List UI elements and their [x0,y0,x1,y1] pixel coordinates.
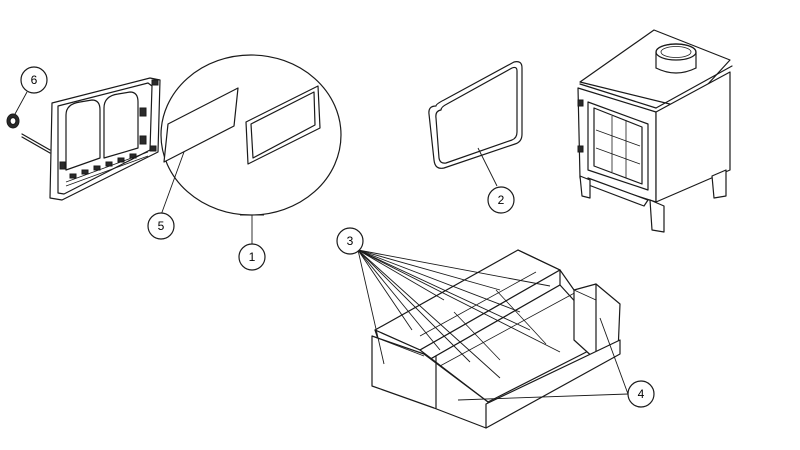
stove-body [577,29,733,233]
callout-2: 2 [487,186,515,214]
callout-4-label: 4 [638,387,645,401]
callout-3-label: 3 [347,234,354,248]
callout-5: 5 [147,212,175,240]
door-assembly [49,77,161,201]
callout-1-label: 1 [249,250,256,264]
glass-pane [163,87,239,163]
door-handle-knob [6,113,51,154]
callout-1: 1 [238,243,266,271]
firebrick-set [371,249,621,429]
callout-6: 6 [20,66,48,94]
glass-and-seal-detail [160,54,342,216]
glass-seal-frame [245,85,321,165]
callout-6-label: 6 [31,73,38,87]
callout-5-label: 5 [158,219,165,233]
callout-4: 4 [627,380,655,408]
callout-3: 3 [336,227,364,255]
callout-2-label: 2 [498,193,505,207]
leader-lines [14,91,629,401]
door-seal-rope [428,61,523,169]
